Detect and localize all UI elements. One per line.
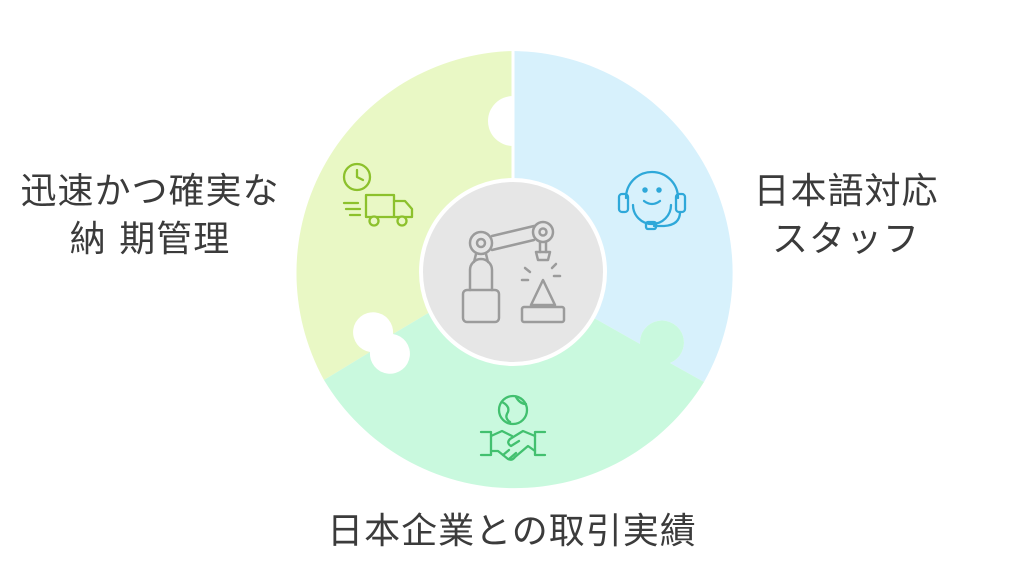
label-right-line1: 日本語対応	[753, 171, 939, 212]
headset-support-icon	[617, 170, 687, 231]
delivery-truck-clock-icon	[342, 162, 414, 227]
segment-left	[296, 51, 513, 380]
label-fast-reliable-delivery: 迅速かつ確実な 納 期管理	[14, 168, 286, 264]
robotic-arm-icon	[461, 220, 566, 324]
label-right-line2: スタッフ	[771, 219, 920, 260]
segment-right	[513, 51, 733, 382]
label-japanese-business-record: 日本企業との取引実績	[0, 508, 1024, 556]
global-handshake-icon	[479, 394, 547, 461]
label-japanese-support-staff: 日本語対応 スタッフ	[740, 168, 952, 264]
label-bottom-line1: 日本企業との取引実績	[327, 511, 697, 552]
label-left-line2: 納 期管理	[69, 219, 231, 260]
segment-bottom	[324, 312, 704, 489]
center-circle	[419, 178, 607, 366]
label-left-line1: 迅速かつ確実な	[20, 171, 280, 212]
